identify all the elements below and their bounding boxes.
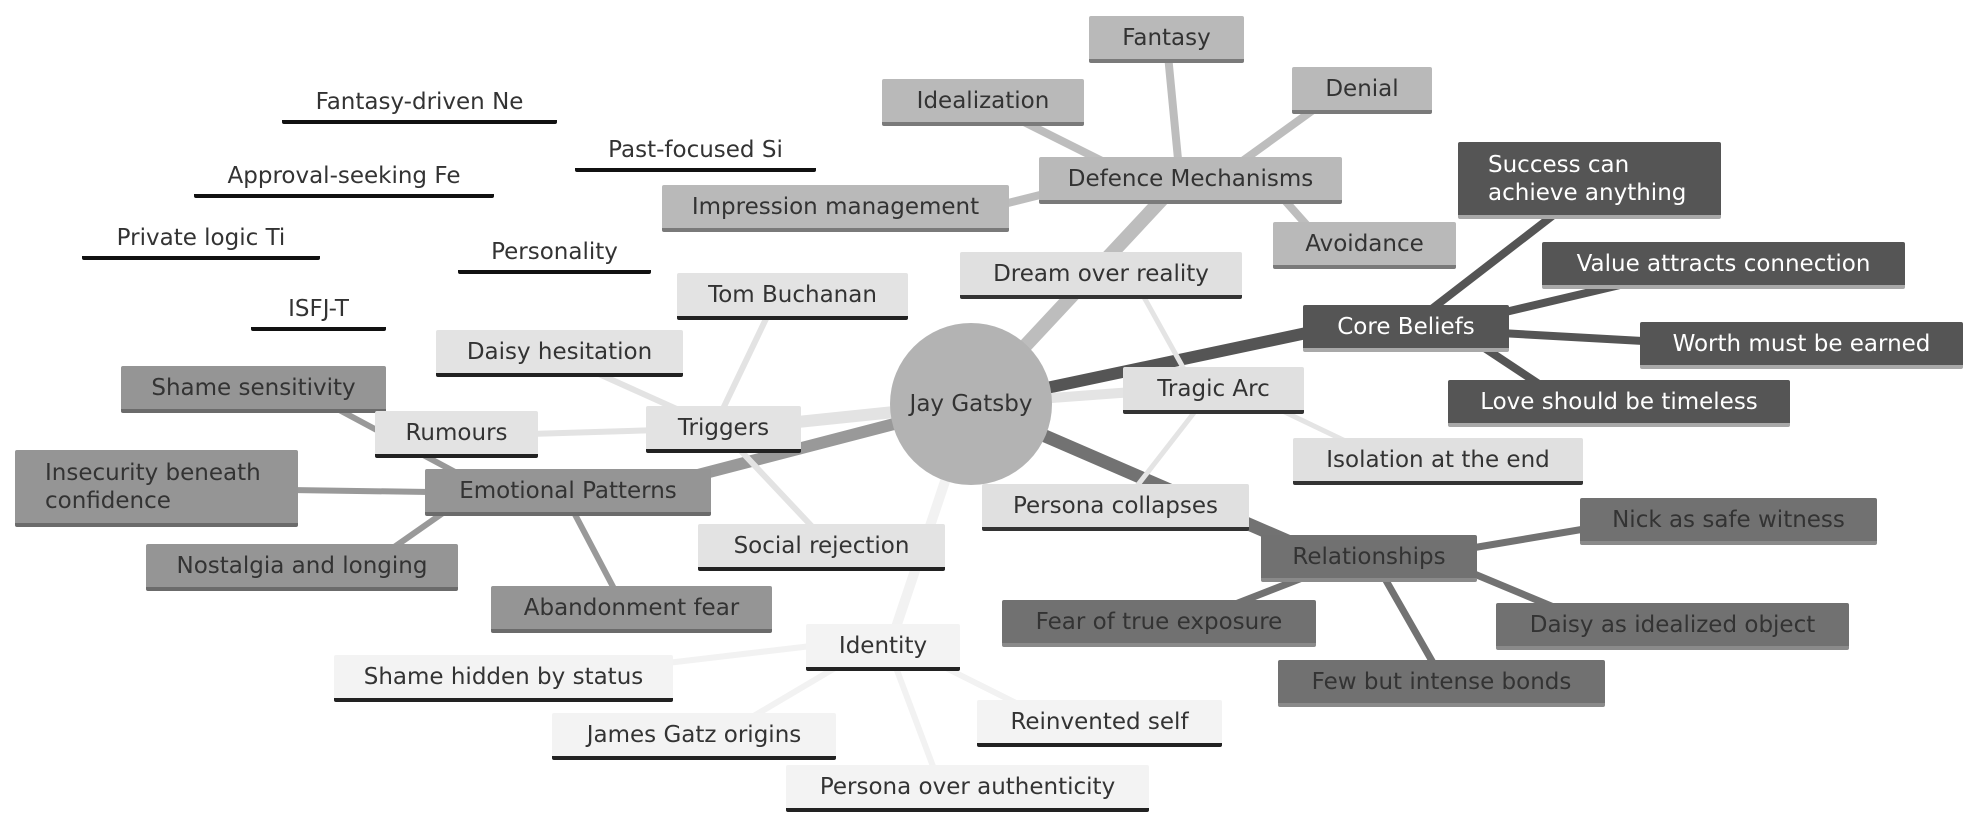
- leaf-success-can-achieve-anything[interactable]: Success can achieve anything: [1458, 142, 1721, 219]
- branch-triggers[interactable]: Triggers: [646, 406, 801, 453]
- leaf-daisy-as-idealized-object[interactable]: Daisy as idealized object: [1496, 603, 1849, 650]
- branch-defence[interactable]: Defence Mechanisms: [1039, 157, 1342, 204]
- leaf-fantasy[interactable]: Fantasy: [1089, 16, 1244, 63]
- edge-core-14: [1496, 329, 1664, 346]
- leaf-abandonment-fear[interactable]: Abandonment fear: [491, 586, 772, 633]
- branch-tragic-arc[interactable]: Tragic Arc: [1123, 367, 1304, 414]
- branch-relationships[interactable]: Relationships: [1261, 535, 1477, 582]
- leaf-denial[interactable]: Denial: [1292, 67, 1432, 114]
- edge-triggers-34: [737, 447, 823, 538]
- leaf-avoidance[interactable]: Avoidance: [1273, 222, 1456, 269]
- leaf-insecurity-beneath-confidence[interactable]: Insecurity beneath confidence: [15, 450, 298, 527]
- leaf-rumours[interactable]: Rumours: [375, 411, 538, 458]
- leaf-persona-over-authenticity[interactable]: Persona over authenticity: [786, 765, 1149, 812]
- leaf-daisy-hesitation[interactable]: Daisy hesitation: [436, 330, 683, 377]
- branch-emotional-patterns[interactable]: Emotional Patterns: [425, 469, 711, 516]
- leaf-value-attracts-connection[interactable]: Value attracts connection: [1542, 242, 1905, 289]
- leaf-social-rejection[interactable]: Social rejection: [698, 524, 945, 571]
- leaf-persona-collapses[interactable]: Persona collapses: [982, 484, 1249, 531]
- branch-core-beliefs[interactable]: Core Beliefs: [1303, 305, 1509, 352]
- leaf-worth-must-be-earned[interactable]: Worth must be earned: [1640, 322, 1963, 369]
- leaf-nick-as-safe-witness[interactable]: Nick as safe witness: [1580, 498, 1877, 545]
- leaf-reinvented-self[interactable]: Reinvented self: [977, 700, 1222, 747]
- leaf-james-gatz-origins[interactable]: James Gatz origins: [552, 713, 836, 760]
- edge-relationships-21: [1376, 566, 1444, 679]
- edge-triggers-33: [527, 427, 663, 437]
- leaf-private-logic-ti[interactable]: Private logic Ti: [82, 219, 320, 260]
- leaf-fantasy-driven-ne[interactable]: Fantasy-driven Ne: [282, 83, 557, 124]
- leaf-isolation-at-the-end[interactable]: Isolation at the end: [1293, 438, 1583, 485]
- leaf-nostalgia-and-longing[interactable]: Nostalgia and longing: [146, 544, 458, 591]
- leaf-shame-sensitivity[interactable]: Shame sensitivity: [121, 366, 386, 413]
- branch-identity[interactable]: Identity: [806, 624, 960, 671]
- leaf-love-should-be-timeless[interactable]: Love should be timeless: [1448, 380, 1790, 427]
- leaf-dream-over-reality[interactable]: Dream over reality: [960, 252, 1242, 299]
- root-node[interactable]: Jay Gatsby: [890, 323, 1052, 485]
- leaf-past-focused-si[interactable]: Past-focused Si: [575, 131, 816, 172]
- branch-personality[interactable]: Personality: [458, 233, 651, 274]
- leaf-idealization[interactable]: Idealization: [882, 79, 1084, 126]
- edge-identity-23: [647, 642, 823, 668]
- edge-emotional-30: [567, 502, 623, 603]
- edge-tragic-16: [1137, 287, 1193, 383]
- leaf-shame-hidden-by-status[interactable]: Shame hidden by status: [334, 655, 673, 702]
- leaf-approval-seeking-fe[interactable]: Approval-seeking Fe: [194, 157, 494, 198]
- leaf-impression-management[interactable]: Impression management: [662, 185, 1009, 232]
- edge-core-12: [1416, 206, 1564, 322]
- edge-emotional-28: [287, 487, 433, 495]
- leaf-fear-of-true-exposure[interactable]: Fear of true exposure: [1002, 600, 1316, 647]
- leaf-few-but-intense-bonds[interactable]: Few but intense bonds: [1278, 660, 1605, 707]
- edge-tragic-18: [1127, 402, 1203, 498]
- root-label: Jay Gatsby: [909, 391, 1033, 417]
- leaf-tom-buchanan[interactable]: Tom Buchanan: [677, 273, 908, 320]
- leaf-isfj-t[interactable]: ISFJ-T: [251, 290, 386, 331]
